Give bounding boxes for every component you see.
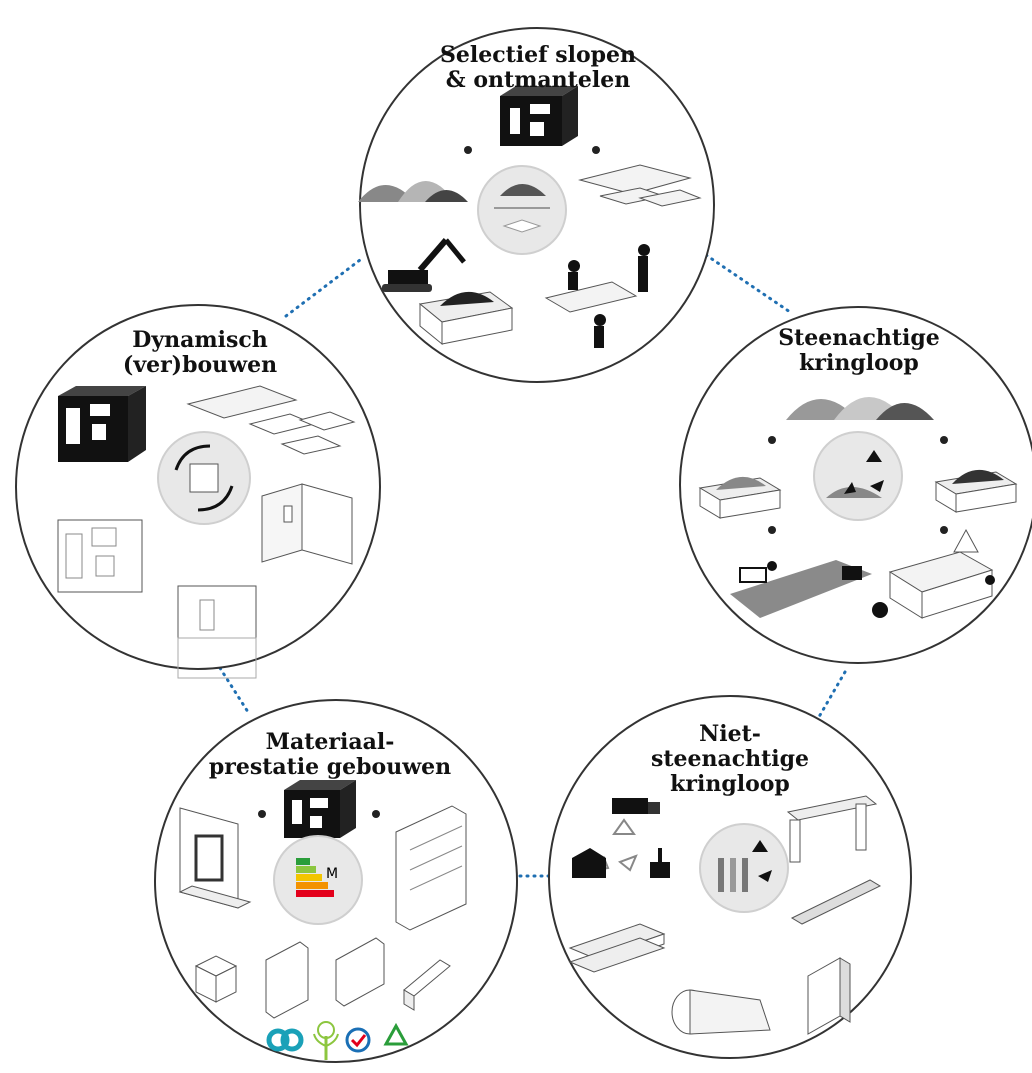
arrow-markers-materiaal (258, 810, 380, 818)
container-grey-icon (698, 476, 782, 519)
plant-icon (313, 1021, 339, 1060)
factory-icon (572, 848, 670, 878)
arrow-markers-steen (768, 436, 948, 534)
title-niet-steenachtige-kringloop: Niet- steenachtige kringloop (650, 721, 810, 797)
block-element-icon (194, 955, 238, 1003)
hub-energy-label-icon (273, 835, 363, 925)
hub-rubble-separation-icon (477, 165, 567, 255)
check-seal-icon (345, 1027, 371, 1053)
building-elements-row (194, 937, 451, 1019)
node-steen-illustrations (698, 397, 1018, 619)
container-rubble-icon (418, 291, 514, 346)
room-interior-icon (261, 483, 353, 565)
excavator-icon (382, 238, 466, 292)
connector-steen-nietsteen (814, 670, 847, 724)
white-building-icon (57, 519, 143, 593)
hub-rotate-building-icon (157, 431, 251, 525)
hub-recycle-rubble-icon (813, 431, 903, 521)
concrete-block-icon (872, 528, 995, 619)
panel-element-icon (335, 937, 385, 1007)
rubble-piles-icon (358, 181, 468, 202)
black-building-icon (58, 386, 146, 462)
connector-materiaal-dynamisch (218, 666, 250, 714)
panels-stack-icon-2 (186, 385, 356, 455)
leaf-recycle-icon (383, 1022, 409, 1046)
aggregate-piles-icon (786, 397, 934, 420)
certification-icons (266, 1021, 409, 1060)
modular-building-icon-2 (284, 780, 356, 838)
beam-element-icon (403, 959, 451, 1011)
node-selectief-illustrations (358, 86, 702, 348)
steel-beam-icon (568, 923, 666, 973)
connector-dynamisch-selectief (284, 258, 362, 318)
node-dynamisch-illustrations (57, 385, 356, 679)
road-paving-icon (730, 560, 872, 618)
title-selectief-slopen: Selectief slopen & ontmantelen (439, 42, 637, 93)
truck-icon (612, 798, 660, 814)
connector-selectief-steen (704, 253, 792, 314)
connectors (218, 253, 847, 878)
container-dark-icon (934, 469, 1018, 513)
steel-frame-icon (786, 795, 878, 863)
brick-wall-icon (395, 805, 467, 931)
metal-rod-icon (790, 879, 882, 925)
glass-building-icon (177, 585, 257, 679)
arrow-markers (464, 146, 600, 154)
title-materiaalprestatie-gebouwen: Materiaal- prestatie gebouwen (208, 729, 452, 780)
modular-building-icon (500, 86, 578, 146)
title-steenachtige-kringloop: Steenachtige kringloop (778, 325, 940, 376)
panel-slab-icon (807, 957, 851, 1035)
node-nietsteen-illustrations (568, 795, 882, 1035)
hub-recycle-panels-icon (699, 823, 789, 913)
node-materiaal-illustrations (178, 780, 467, 1060)
wall-section-icon (178, 807, 252, 909)
title-dynamisch-bouwen: Dynamisch (ver)bouwen (122, 327, 278, 378)
energy-label-letter: M (326, 866, 339, 882)
circularity-icon (266, 1028, 304, 1052)
panels-stack-icon (578, 164, 702, 207)
wall-element-icon (265, 941, 309, 1019)
workers-panels-icon (544, 244, 650, 348)
roll-material-icon (671, 989, 771, 1035)
